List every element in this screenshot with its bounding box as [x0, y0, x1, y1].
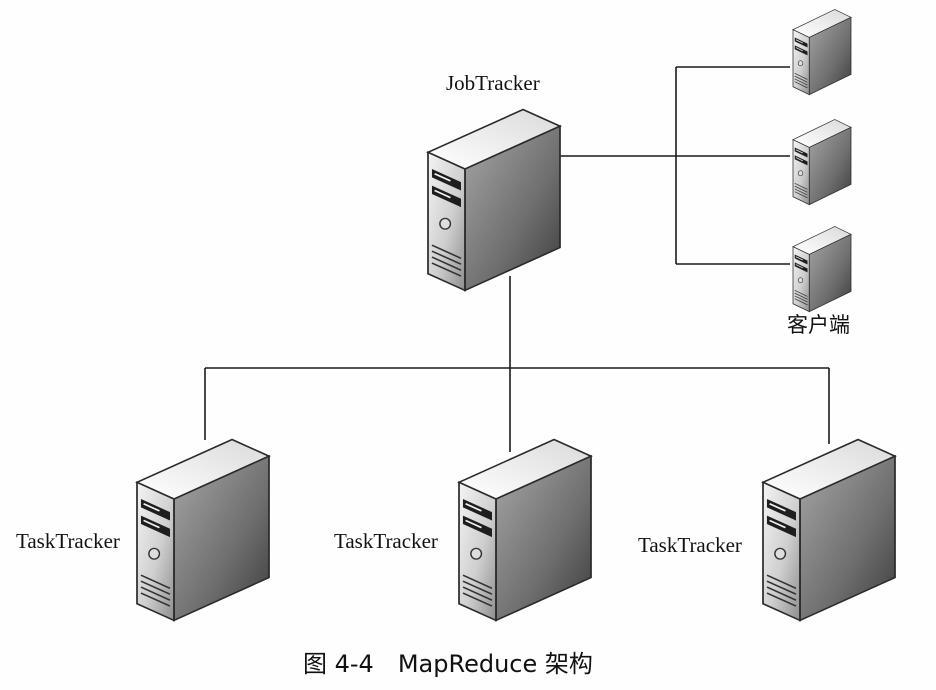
- client-group-label: 客户端: [787, 313, 850, 337]
- jobtracker-server-icon: [427, 108, 561, 292]
- client-server-icon: [792, 9, 852, 96]
- jobtracker-label: JobTracker: [446, 71, 540, 95]
- tasktracker-server-icon: [762, 438, 896, 622]
- client-server-icon: [792, 226, 852, 313]
- tasktracker-node: TaskTracker: [334, 438, 592, 622]
- tasktracker-label: TaskTracker: [334, 529, 438, 553]
- client-server-icon: [792, 119, 852, 206]
- tasktracker-label: TaskTracker: [16, 529, 120, 553]
- tasktracker-label: TaskTracker: [638, 533, 742, 557]
- jobtracker-node: JobTracker: [427, 71, 561, 292]
- figure-caption: 图 4-4 MapReduce 架构: [303, 650, 593, 678]
- client-group: 客户端: [787, 9, 852, 337]
- tasktracker-node: TaskTracker: [638, 438, 896, 622]
- connection-lines: [204, 66, 830, 452]
- tasktracker-server-icon: [458, 438, 592, 622]
- tasktracker-node: TaskTracker: [16, 438, 270, 622]
- tasktracker-server-icon: [136, 438, 270, 622]
